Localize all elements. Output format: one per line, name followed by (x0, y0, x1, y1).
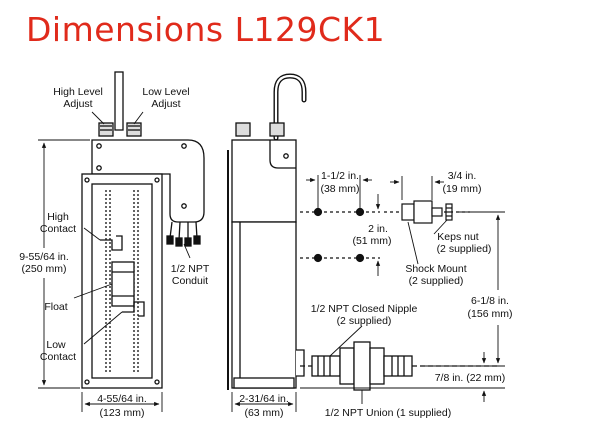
label-float: Float (44, 301, 67, 313)
label-hole-vertical-mm: (51 mm) (352, 235, 391, 247)
side-head (231, 139, 297, 223)
label-keps-width-mm: (19 mm) (442, 183, 481, 195)
union-center (353, 341, 371, 391)
mounting-hole (355, 207, 365, 217)
label-height-mm: (250 mm) (22, 263, 67, 275)
label-keps-nut: Keps nut (437, 231, 479, 243)
label-low-level-adjust: Adjust (151, 98, 180, 110)
label-depth-in: 2-31/64 in. (239, 393, 289, 405)
label-depth-mm: (63 mm) (244, 407, 283, 419)
label-high-contact: High (47, 211, 69, 223)
label-height-in: 9-55/64 in. (19, 251, 69, 263)
closed-nipple-left (311, 355, 341, 377)
label-closed-nipple: 1/2 NPT Closed Nipple (311, 303, 418, 315)
label-width-mm: (123 mm) (100, 407, 145, 419)
shock-mount (401, 203, 415, 221)
label-conduit: Conduit (172, 275, 208, 287)
float (111, 261, 135, 307)
label-base-offset: 7/8 in. (22 mm) (435, 372, 506, 384)
low-contact (122, 301, 145, 317)
union-right (369, 347, 385, 385)
label-high-level-adjust: High Level (53, 86, 103, 98)
label-width-in: 4-55/64 in. (97, 393, 147, 405)
dimension-lines (38, 111, 505, 412)
label-hole-horizontal-in: 1-1/2 in. (321, 170, 359, 182)
label-closed-nipple: (2 supplied) (337, 315, 392, 327)
label-pipe-height-in: 6-1/8 in. (471, 295, 509, 307)
mounting-hole (355, 253, 365, 263)
side-body (231, 221, 297, 389)
label-low-level-adjust: Low Level (142, 86, 189, 98)
front-view (81, 71, 205, 389)
label-union: 1/2 NPT Union (1 supplied) (325, 407, 451, 419)
label-low-contact: Low (46, 339, 66, 351)
mounting-hole (313, 207, 323, 217)
label-high-level-adjust: Adjust (63, 98, 92, 110)
pipe-assembly (300, 341, 500, 391)
housing-head (91, 139, 205, 223)
label-keps-width-in: 3/4 in. (448, 170, 477, 182)
union-left (339, 347, 355, 385)
page-title: Dimensions L129CK1 (26, 10, 386, 49)
side-view (227, 73, 307, 390)
label-pipe-height-mm: (156 mm) (468, 308, 513, 320)
label-shock-mount: (2 supplied) (409, 275, 464, 287)
conduit-connectors (166, 221, 201, 247)
labels: High Level Adjust Low Level Adjust High … (19, 86, 512, 419)
switch-body-window (91, 183, 153, 379)
label-low-contact: Contact (40, 351, 76, 363)
label-hole-horizontal-mm: (38 mm) (320, 183, 359, 195)
label-keps-nut: (2 supplied) (437, 243, 492, 255)
label-shock-mount: Shock Mount (405, 263, 466, 275)
label-conduit: 1/2 NPT (171, 263, 210, 275)
high-contact (100, 235, 123, 251)
label-high-contact: Contact (40, 223, 76, 235)
mounting-hole (313, 253, 323, 263)
mounting-pattern (300, 200, 470, 263)
label-hole-vertical-in: 2 in. (368, 223, 388, 235)
